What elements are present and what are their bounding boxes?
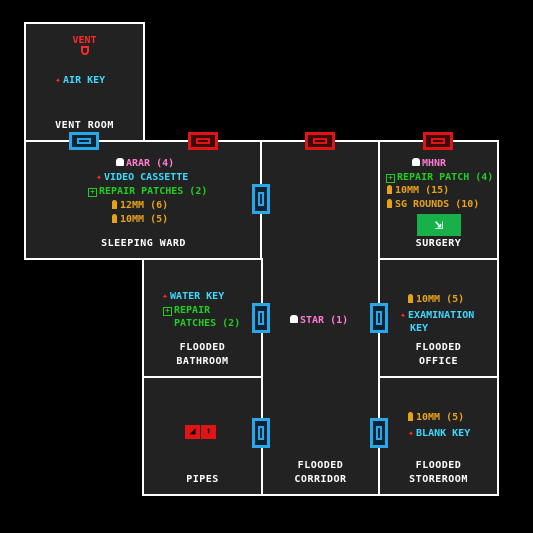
skull-icon [116, 158, 124, 166]
locked-door-surgery-north[interactable] [423, 132, 453, 150]
key-icon: ✦ [408, 428, 415, 439]
bullet-icon [387, 199, 392, 208]
item-examination-key[interactable]: ✦EXAMINATION [400, 310, 475, 321]
room-name-pipes: PIPES [186, 474, 219, 485]
item-ammo-10mm[interactable]: 10MM (5) [112, 213, 168, 226]
bullet-icon [112, 200, 117, 209]
item-ammo-12mm[interactable]: 12MM (6) [112, 199, 168, 212]
door-corridor-storeroom[interactable] [370, 418, 388, 448]
vent-icon[interactable] [81, 46, 89, 58]
item-repair-patches[interactable]: +REPAIR [163, 304, 210, 317]
item-repair-patches-cont: PATCHES (2) [174, 318, 241, 329]
room-name-flooded-corridor-1: FLOODED [297, 460, 344, 471]
item-air-key[interactable]: ✦AIR KEY [55, 75, 106, 86]
bullet-icon [408, 294, 413, 303]
room-name-flooded-office-1: FLOODED [415, 342, 462, 353]
pipes-icon[interactable]: ◢⬆ [185, 425, 217, 441]
room-pipes: ◢⬆ PIPES [142, 376, 263, 496]
exit-sign-icon[interactable]: ⇲ [417, 214, 461, 236]
skull-icon [412, 158, 420, 166]
item-video-cassette[interactable]: ✦VIDEO CASSETTE [96, 172, 189, 183]
bullet-icon [112, 214, 117, 223]
locked-door-corridor-north[interactable] [305, 132, 335, 150]
item-ammo-sg-rounds[interactable]: SG ROUNDS (10) [387, 198, 479, 211]
door-vent-sleeping[interactable] [69, 132, 99, 150]
repair-patch-icon: + [88, 188, 97, 197]
room-flooded-office: 10MM (5) ✦EXAMINATION KEY FLOODED OFFICE [378, 258, 499, 378]
item-ammo-10mm[interactable]: 10MM (5) [408, 411, 464, 424]
item-ammo-10mm[interactable]: 10MM (15) [387, 184, 449, 197]
repair-patch-icon: + [163, 307, 172, 316]
room-surgery: MHNR +REPAIR PATCH (4) 10MM (15) SG ROUN… [378, 140, 499, 260]
repair-patch-icon: + [386, 174, 395, 183]
room-vent-room: VENT ✦AIR KEY VENT ROOM [24, 22, 145, 146]
locked-door-sleeping-north[interactable] [188, 132, 218, 150]
item-repair-patches[interactable]: +REPAIR PATCHES (2) [88, 185, 207, 198]
item-water-key[interactable]: ✦WATER KEY [162, 291, 225, 302]
vent-label: VENT [72, 35, 97, 46]
bullet-icon [387, 185, 392, 194]
room-name-surgery: SURGERY [415, 238, 462, 249]
item-repair-patch[interactable]: +REPAIR PATCH (4) [386, 171, 493, 184]
item-enemy-mhnr[interactable]: MHNR [412, 157, 446, 170]
room-name-vent-room: VENT ROOM [55, 120, 114, 131]
room-name-sleeping-ward: SLEEPING WARD [101, 238, 186, 249]
door-bathroom-corridor[interactable] [252, 303, 270, 333]
room-flooded-corridor: STAR (1) FLOODED CORRIDOR [260, 140, 381, 496]
key-icon: ✦ [55, 75, 62, 86]
key-icon: ✦ [162, 291, 169, 302]
item-enemy-arar[interactable]: ARAR (4) [116, 157, 174, 170]
item-blank-key[interactable]: ✦BLANK KEY [408, 428, 471, 439]
item-enemy-star[interactable]: STAR (1) [290, 314, 348, 327]
room-name-flooded-bathroom-1: FLOODED [179, 342, 226, 353]
room-name-flooded-corridor-2: CORRIDOR [294, 474, 347, 485]
key-icon: ✦ [96, 172, 103, 183]
room-name-flooded-storeroom-2: STOREROOM [409, 474, 468, 485]
room-flooded-bathroom: ✦WATER KEY +REPAIR PATCHES (2) FLOODED B… [142, 258, 263, 378]
skull-icon [290, 315, 298, 323]
bullet-icon [408, 412, 413, 421]
room-name-flooded-bathroom-2: BATHROOM [176, 356, 229, 367]
room-sleeping-ward: ARAR (4) ✦VIDEO CASSETTE +REPAIR PATCHES… [24, 140, 263, 260]
room-name-flooded-storeroom-1: FLOODED [415, 460, 462, 471]
room-name-flooded-office-2: OFFICE [418, 356, 459, 367]
door-pipes-corridor[interactable] [252, 418, 270, 448]
door-sleeping-corridor[interactable] [252, 184, 270, 214]
key-icon: ✦ [400, 310, 407, 321]
item-ammo-10mm[interactable]: 10MM (5) [408, 293, 464, 306]
room-flooded-storeroom: 10MM (5) ✦BLANK KEY FLOODED STOREROOM [378, 376, 499, 496]
door-corridor-office[interactable] [370, 303, 388, 333]
item-examination-key-cont: KEY [410, 323, 429, 334]
